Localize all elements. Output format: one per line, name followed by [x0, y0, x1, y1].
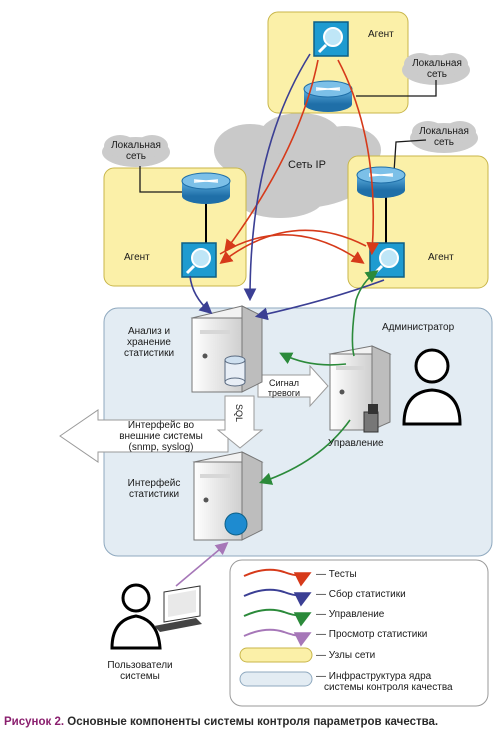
collection-arrow	[189, 275, 213, 315]
sql-arrow	[216, 395, 264, 449]
legend	[229, 559, 489, 707]
lan-cloud-top-right	[402, 53, 470, 85]
lan-label-mid-right: Локальная сеть	[419, 126, 469, 148]
ip-cloud-label: Сеть IP	[288, 159, 326, 171]
collection-arrow	[243, 53, 311, 302]
statistics-server-icon	[192, 451, 264, 541]
laptop-icon	[154, 585, 202, 632]
figure-number: Рисунок 2.	[4, 716, 65, 728]
legend-viewing: — Просмотр статистики	[316, 629, 428, 640]
legend-management: — Управление	[316, 609, 385, 620]
alarm-arrow	[257, 364, 329, 408]
administrator-icon	[402, 348, 462, 426]
router-icon	[356, 166, 406, 198]
lan-cloud-mid-right	[410, 121, 478, 153]
figure-title: Основные компоненты системы контроля пар…	[67, 716, 439, 728]
legend-collection: — Сбор статистики	[316, 589, 406, 600]
management-server-icon	[328, 345, 392, 431]
management-arrow	[351, 270, 379, 357]
management-arrow	[258, 419, 351, 485]
legend-network-nodes: — Узлы сети	[316, 650, 376, 661]
management-label: Управление	[328, 438, 384, 449]
viewing-arrow	[175, 541, 229, 587]
router-icon	[181, 172, 231, 204]
lan-cloud-left	[102, 135, 170, 167]
agent-label-right: Агент	[428, 252, 454, 263]
lan-label-left: Локальная сеть	[111, 140, 161, 162]
collection-arrow	[254, 279, 385, 321]
agent-label-top: Агент	[368, 29, 394, 40]
tests-arrow	[219, 234, 365, 264]
management-arrow	[279, 352, 347, 366]
sql-label: SQL	[234, 404, 244, 423]
agent-probe-icon	[181, 242, 217, 278]
agent-probe-icon	[313, 21, 349, 57]
administrator-label: Администратор	[382, 322, 455, 333]
database-icon	[224, 355, 246, 387]
legend-tests: — Тесты	[316, 569, 357, 580]
router-icon	[303, 80, 353, 112]
lan-links	[139, 80, 437, 193]
tests-arrow	[219, 229, 367, 264]
ip-cloud	[214, 113, 381, 218]
tests-arrow	[337, 59, 380, 256]
figure-caption: Рисунок 2. Основные компоненты системы к…	[4, 716, 438, 728]
user-icon	[110, 583, 162, 650]
lan-label-top-right: Локальная сеть	[412, 58, 462, 80]
phone-icon	[363, 404, 379, 433]
agent-label-left: Агент	[124, 252, 150, 263]
tests-arrow	[224, 59, 319, 253]
router-agent-links	[205, 196, 387, 244]
